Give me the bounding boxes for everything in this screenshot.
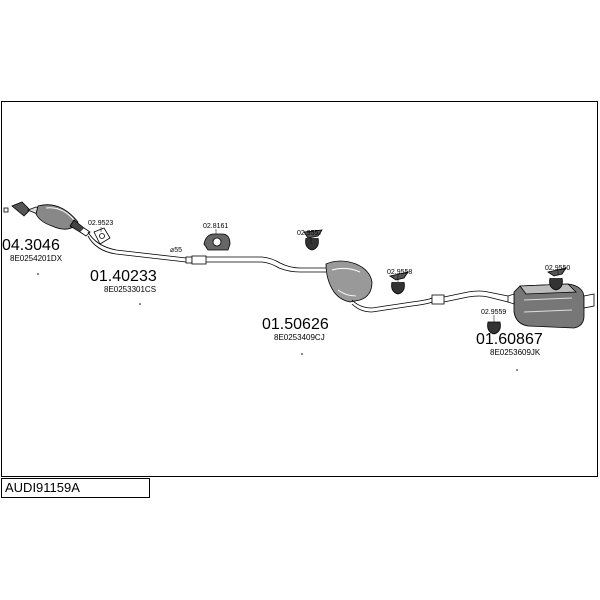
accessory-02-9559-label: 02.9559	[481, 309, 506, 316]
accessory-02-8161-label: 02.8161	[203, 223, 228, 230]
pipe-diameter-label: ⌀55	[170, 247, 182, 254]
hanger-02-9559	[487, 321, 501, 335]
diagram-code: AUDI91159A	[5, 480, 80, 495]
rear-clamp	[431, 294, 445, 305]
gasket-02-9523	[93, 227, 111, 245]
accessory-02-9523-label: 02.9523	[88, 220, 113, 227]
hanger-02-9557	[303, 229, 323, 251]
catalytic-converter	[35, 204, 79, 230]
rear-silencer	[507, 283, 595, 329]
front-pipe-number: 04.3046	[2, 237, 60, 254]
diagram-frame	[1, 101, 598, 477]
center-silencer-oem: 8E0253409CJ	[274, 333, 325, 342]
accessory-02-9550-label: 02.9550	[545, 265, 570, 272]
clamp-02-8161	[203, 233, 231, 251]
accessory-02-9557-label: 02.9557	[297, 230, 322, 237]
center-silencer	[325, 260, 373, 303]
sensor-plug	[3, 207, 9, 213]
middle-pipe-number: 01.40233	[90, 268, 157, 285]
intermediate-pipe	[351, 290, 509, 313]
middle-pipe-oem: 8E0253301CS	[104, 285, 156, 294]
front-pipe-oem: 8E0254201DX	[10, 254, 63, 263]
accessory-02-9558-label: 02.9558	[387, 269, 412, 276]
dot-markers	[37, 273, 518, 371]
front-flange	[11, 201, 31, 217]
center-silencer-number: 01.50626	[262, 316, 329, 333]
leader-lines	[100, 227, 559, 322]
hanger-02-9550	[546, 267, 567, 291]
rear-silencer-oem: 8E0253609JK	[490, 348, 541, 357]
hanger-02-9558	[388, 271, 409, 295]
diagram-code-box: AUDI91159A	[1, 478, 150, 498]
pipe-clamp	[191, 255, 207, 265]
center-pipe	[191, 255, 326, 273]
front-pipe-catalyst	[3, 201, 91, 237]
rear-silencer-number: 01.60867	[476, 331, 543, 348]
